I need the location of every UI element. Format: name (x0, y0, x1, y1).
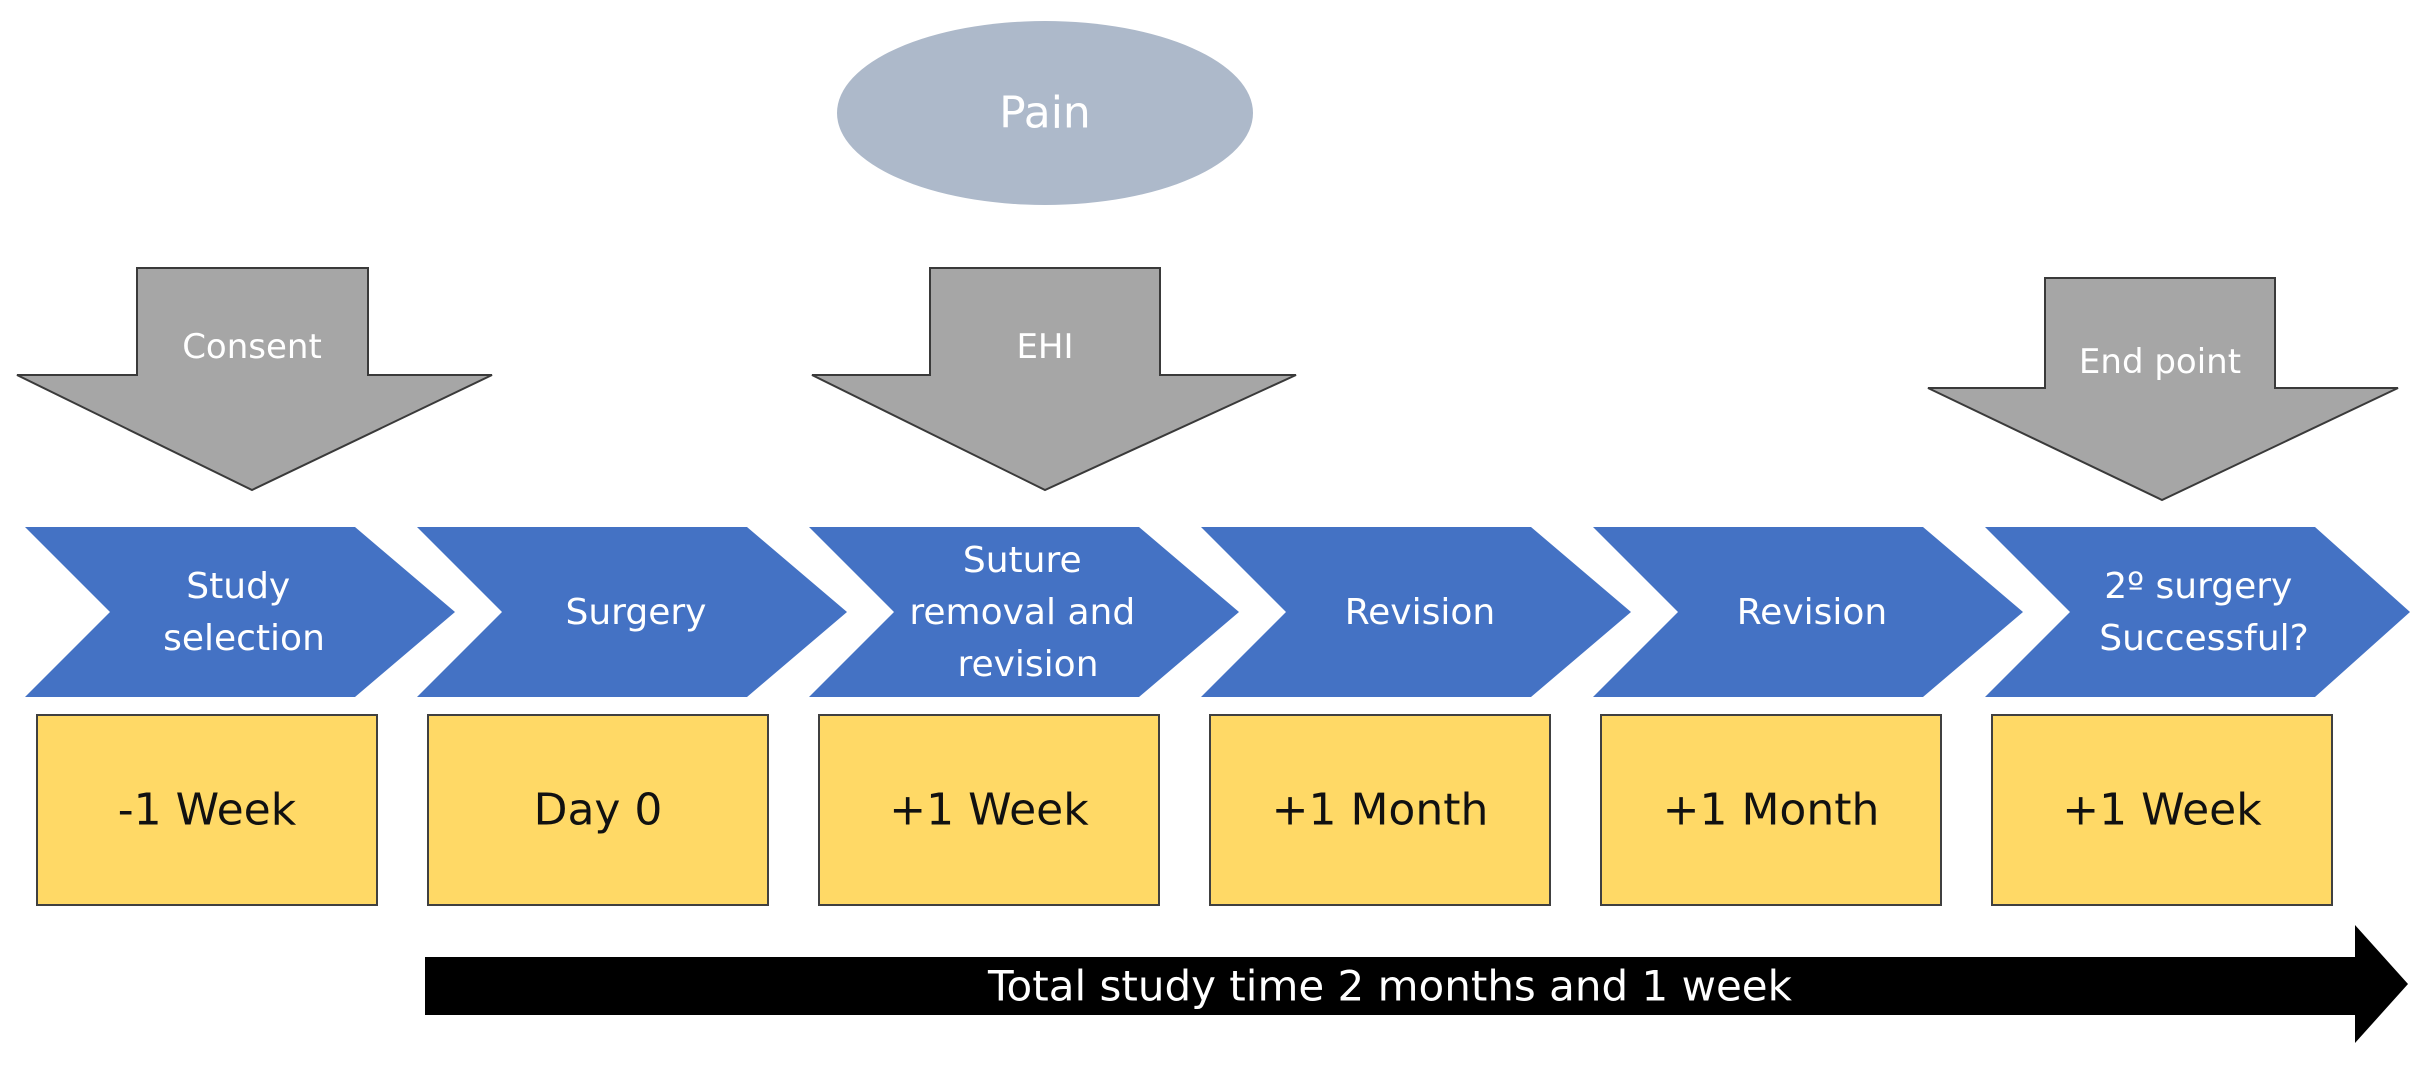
time-box-1: -1 Week (36, 714, 378, 906)
chevron-line: Successful? (2099, 618, 2309, 659)
time-box-label: +1 Month (1272, 785, 1489, 836)
pain-oval-group: Pain (837, 21, 1253, 205)
chevron-step-surgery: Surgery (417, 527, 847, 697)
chevron-line: Surgery (566, 592, 707, 633)
chevron-line: removal and (909, 592, 1135, 633)
callout-arrow-ehi: EHI (811, 267, 1297, 492)
total-time-arrow-group: Total study time 2 months and 1 week (425, 925, 2408, 1043)
time-box-2: Day 0 (427, 714, 769, 906)
chevron-step-suture-removal: Suture removal and revision (809, 527, 1239, 697)
callout-label-consent: Consent (182, 327, 322, 367)
chevron-shape (1593, 527, 2023, 697)
chevron-steps: Study selection Surgery Suture removal a… (25, 527, 2410, 697)
chevron-step-label: 2º surgery Successful? (2099, 566, 2309, 659)
time-box-shape (1600, 714, 1942, 906)
time-box-4: +1 Month (1209, 714, 1551, 906)
pain-oval (837, 21, 1253, 205)
time-box-label: -1 Week (118, 785, 297, 836)
time-box-5: +1 Month (1600, 714, 1942, 906)
chevron-shape (25, 527, 455, 697)
chevron-step-label: Study selection (163, 566, 325, 659)
callout-label-ehi: EHI (1016, 327, 1073, 367)
time-boxes: -1 Week Day 0 +1 Week +1 Month +1 Month … (36, 714, 2333, 906)
time-box-label: +1 Week (889, 785, 1089, 836)
chevron-step-second-surgery: 2º surgery Successful? (1985, 527, 2410, 697)
chevron-line: Study (186, 566, 290, 607)
chevron-shape (1985, 527, 2410, 697)
time-box-label: Day 0 (534, 785, 663, 836)
time-box-3: +1 Week (818, 714, 1160, 906)
callout-arrow-shape (16, 267, 493, 492)
time-box-shape (818, 714, 1160, 906)
callout-arrow-shape (811, 267, 1297, 492)
chevron-line: revision (957, 644, 1098, 685)
chevron-line: Revision (1345, 592, 1495, 633)
chevron-shape (1201, 527, 1631, 697)
chevron-step-revision-1: Revision (1201, 527, 1631, 697)
time-box-shape (1991, 714, 2333, 906)
callout-arrow-consent: Consent (16, 267, 493, 492)
chevron-line: Revision (1737, 592, 1887, 633)
total-time-label: Total study time 2 months and 1 week (987, 962, 1793, 1011)
chevron-step-label: Suture removal and revision (909, 540, 1146, 685)
total-time-arrow (425, 925, 2408, 1043)
time-box-6: +1 Week (1991, 714, 2333, 906)
chevron-shape (417, 527, 847, 697)
time-box-shape (427, 714, 769, 906)
chevron-step-label: Revision (1737, 592, 1887, 633)
chevron-line: 2º surgery (2104, 566, 2292, 607)
callout-arrow-shape (1927, 277, 2399, 502)
pain-oval-label: Pain (999, 88, 1091, 139)
chevron-step-study-selection: Study selection (25, 527, 455, 697)
chevron-line: Suture (963, 540, 1082, 581)
time-box-label: +1 Month (1663, 785, 1880, 836)
chevron-step-label: Surgery (566, 592, 707, 633)
time-box-shape (1209, 714, 1551, 906)
chevron-step-revision-2: Revision (1593, 527, 2023, 697)
chevron-step-label: Revision (1345, 592, 1495, 633)
time-box-shape (36, 714, 378, 906)
time-box-label: +1 Week (2062, 785, 2262, 836)
chevron-shape (809, 527, 1239, 697)
callout-label-end-point: End point (2079, 342, 2241, 382)
chevron-line: selection (163, 618, 325, 659)
callout-arrow-end-point: End point (1927, 277, 2399, 502)
